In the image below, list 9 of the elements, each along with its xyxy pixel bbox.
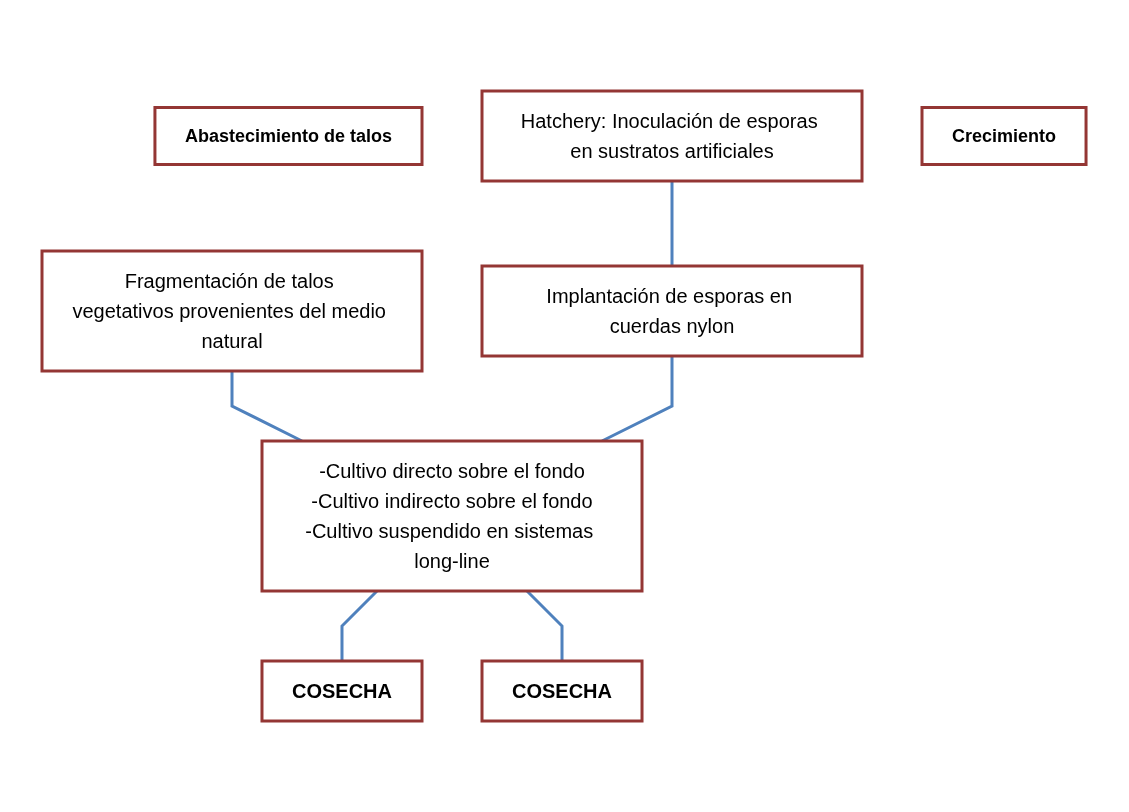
node-box: Crecimiento (921, 106, 1088, 166)
node-box: COSECHA (260, 659, 424, 723)
node-box: -Cultivo directo sobre el fondo -Cultivo indirecto sobre el fondo -Cultivo suspendido en sistemas long-line (261, 439, 644, 593)
node-box: Fragmentación de talos vegetativos provenientes del medio natural (41, 249, 424, 373)
node-box: Abastecimiento de talos (153, 106, 424, 166)
node-box: Implantación de esporas en cuerdas nylon (481, 264, 864, 358)
node-box: COSECHA (481, 659, 644, 723)
connector (671, 181, 674, 266)
node-box: Hatchery: Inoculación de esporas en sustratos artificiales (481, 89, 864, 183)
